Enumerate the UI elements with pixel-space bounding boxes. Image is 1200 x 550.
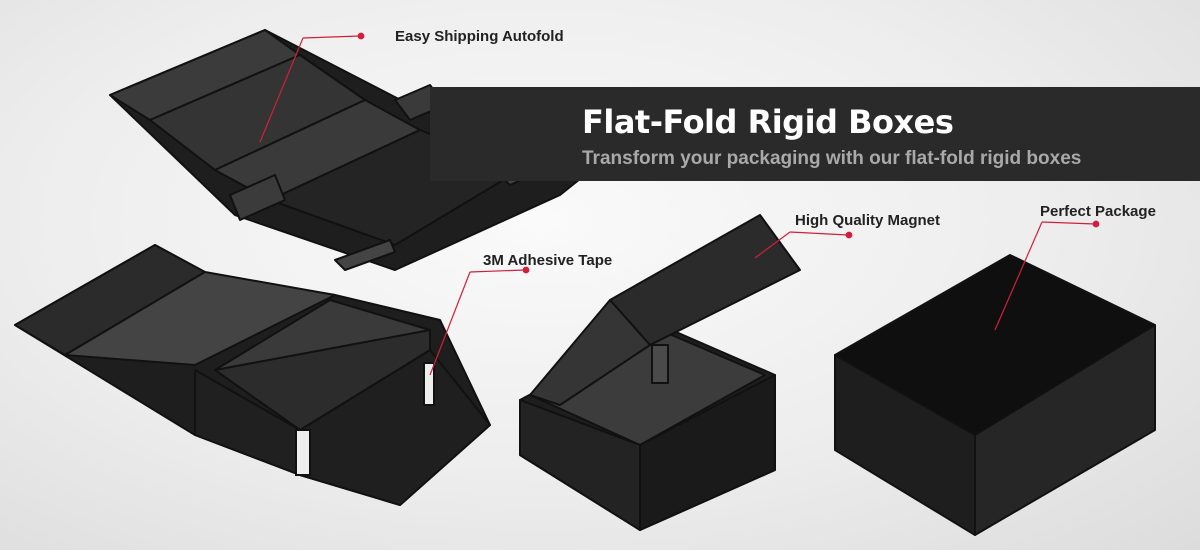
banner-subtitle: Transform your packaging with our flat-f… <box>582 148 1082 169</box>
closed-package-box <box>834 254 1156 536</box>
banner-title: Flat-Fold Rigid Boxes <box>582 103 954 141</box>
title-banner <box>430 87 1200 181</box>
open-folding-box <box>14 244 491 506</box>
callout-adhesive-tape: 3M Adhesive Tape <box>483 252 613 269</box>
callout-magnet: High Quality Magnet <box>795 212 941 229</box>
callout-autofold: Easy Shipping Autofold <box>395 28 564 45</box>
callout-perfect-package: Perfect Package <box>1040 203 1156 220</box>
magnetic-lid-box <box>519 214 801 531</box>
adhesive-tape-strips <box>295 362 435 476</box>
callout-leaders <box>259 32 1100 376</box>
